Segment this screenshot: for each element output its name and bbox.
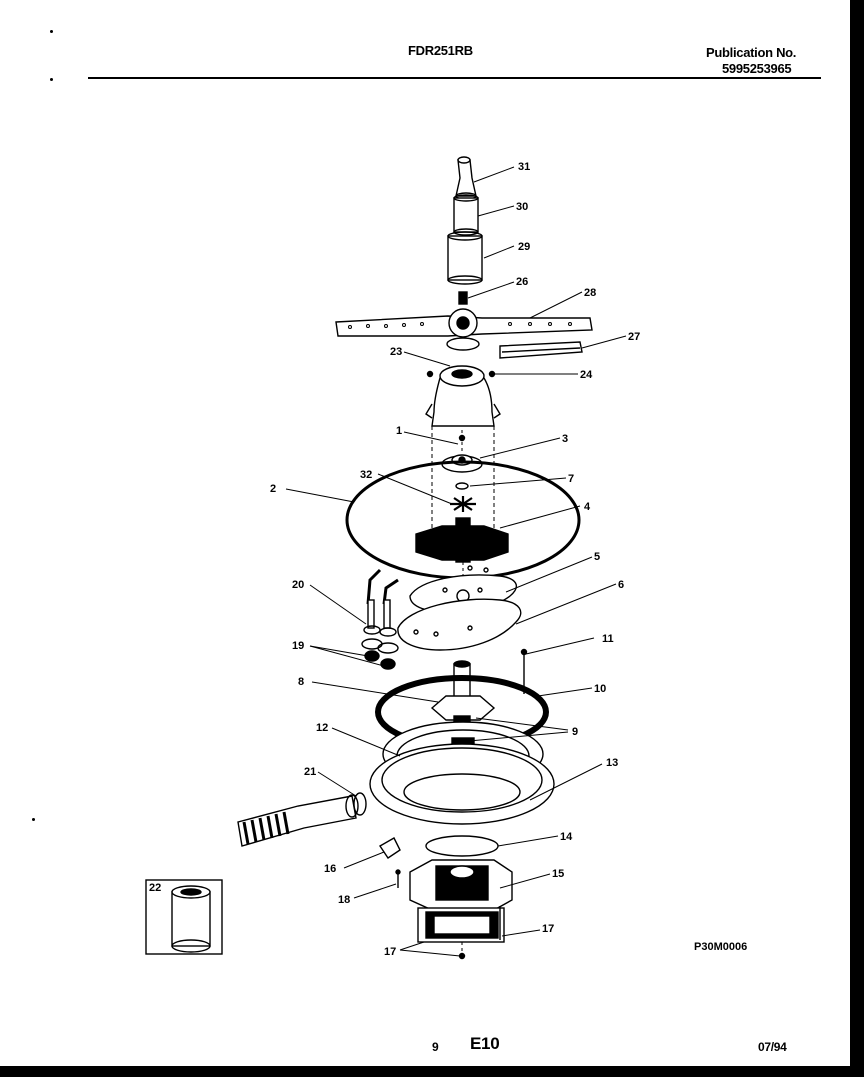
inset-part-22 (145, 879, 223, 955)
callout: 8 (298, 676, 304, 688)
callout: 5 (594, 551, 600, 563)
callout-labels: 31 30 29 26 28 27 23 24 1 3 32 7 2 4 5 2… (149, 161, 640, 958)
screw-18 (395, 869, 401, 888)
callout: 20 (292, 579, 304, 591)
scan-speck (32, 818, 35, 821)
page-border-bottom (0, 1066, 864, 1077)
callout: 3 (562, 433, 568, 445)
callout: 18 (338, 894, 350, 906)
header-rule (88, 77, 821, 79)
pump-housing (425, 365, 501, 427)
callout: 17 (384, 946, 396, 958)
callout: 17 (542, 923, 554, 935)
seal-14 (425, 835, 499, 857)
hose-21 (237, 792, 367, 847)
callout: 15 (552, 868, 564, 880)
revision-date: 07/94 (758, 1040, 787, 1054)
callout: 29 (518, 241, 530, 253)
leader-lines (285, 166, 627, 957)
callout: 13 (606, 757, 618, 769)
part-27 (499, 341, 583, 359)
callout: 9 (572, 726, 578, 738)
callout: 10 (594, 683, 606, 695)
impeller-32 (450, 496, 476, 512)
callout: 7 (568, 473, 574, 485)
lower-spray-arm (335, 308, 593, 351)
screw-24b (426, 370, 434, 378)
callout: 24 (580, 369, 593, 381)
o-ring-7 (455, 482, 469, 490)
nuts-19 (361, 638, 399, 670)
callout: 28 (584, 287, 596, 299)
callout: 27 (628, 331, 640, 343)
screw-17 (458, 952, 466, 960)
callout: 31 (518, 161, 530, 173)
shaft-8 (430, 660, 496, 721)
scan-speck (50, 78, 53, 81)
callout: 11 (602, 633, 614, 645)
callout: 19 (292, 640, 304, 652)
motor-bracket (417, 907, 505, 943)
gasket-6 (397, 598, 522, 651)
screw-26 (458, 291, 468, 305)
callout: 22 (149, 882, 161, 894)
callout: 32 (360, 469, 372, 481)
callout: 6 (618, 579, 624, 591)
callout: 16 (324, 863, 336, 875)
callout: 14 (560, 831, 573, 843)
model-number: FDR251RB (408, 43, 473, 58)
spray-tube-lower (447, 231, 483, 285)
scan-speck (50, 30, 53, 33)
spray-tube-middle (453, 194, 479, 236)
callout: 2 (270, 483, 276, 495)
callout: 21 (304, 766, 316, 778)
clip-16 (379, 837, 401, 859)
screw-24 (488, 370, 496, 378)
callout: 30 (516, 201, 528, 213)
motor-15 (409, 859, 513, 911)
callout: 4 (584, 501, 591, 513)
part-3-cap (441, 454, 483, 473)
washers-20 (363, 599, 397, 637)
publication-label: Publication No. (706, 45, 797, 60)
screw-1 (458, 434, 466, 442)
spray-tube-top (455, 156, 477, 200)
publication-number: 5995253965 (722, 61, 792, 76)
diagram-code: P30M0006 (694, 941, 747, 953)
section-code: E10 (470, 1034, 500, 1053)
callout: 23 (390, 346, 402, 358)
callout: 26 (516, 276, 528, 288)
callout: 12 (316, 722, 328, 734)
page-number: 9 (432, 1040, 439, 1054)
page-border-right (850, 0, 864, 1077)
callout: 1 (396, 425, 402, 437)
base-13 (369, 743, 555, 825)
